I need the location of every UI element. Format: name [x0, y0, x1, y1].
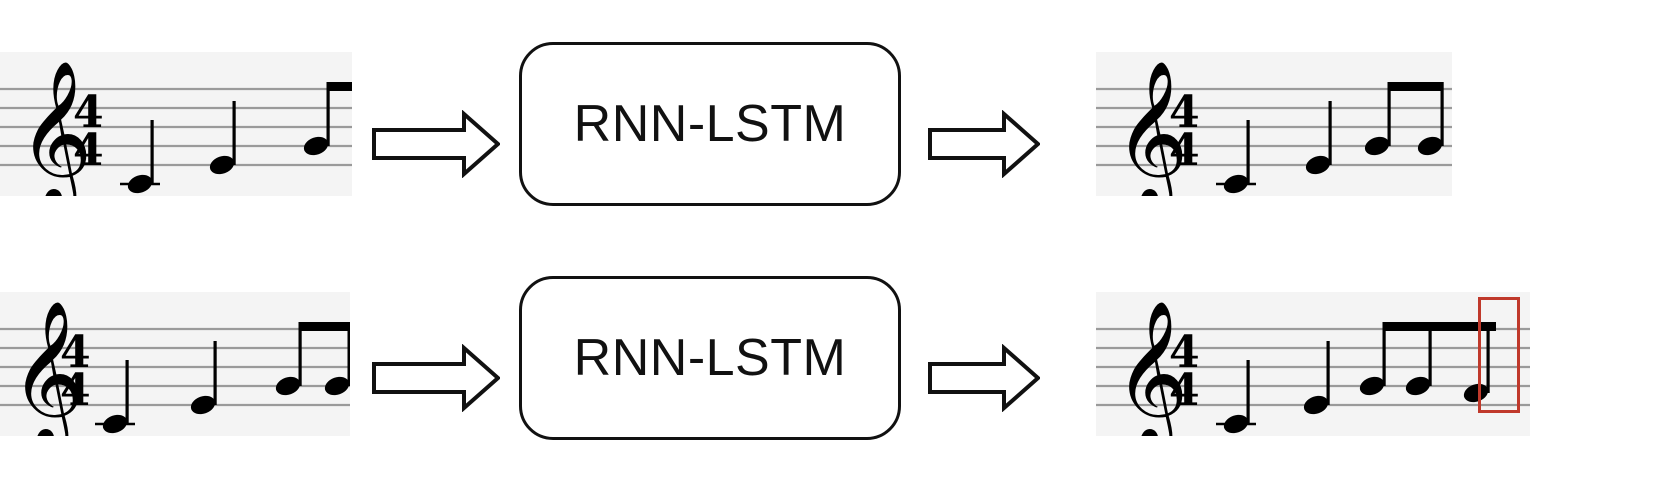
note-eighth-g4-a	[1359, 322, 1386, 396]
note-quarter-e4	[1303, 341, 1330, 415]
block-arrow-right-icon	[928, 109, 1042, 183]
svg-text:𝄞: 𝄞	[1114, 299, 1188, 436]
staff-lines	[1096, 87, 1452, 167]
staff-lines	[1450, 327, 1530, 407]
treble-clef-icon: 𝄞	[18, 59, 92, 196]
svg-text:4: 4	[60, 327, 91, 378]
svg-text:4: 4	[1169, 87, 1200, 138]
svg-text:4: 4	[73, 125, 104, 176]
score-input-bottom: 𝄞 4 4	[0, 292, 350, 436]
beam	[1382, 322, 1452, 331]
score-output-top: 𝄞 4 4	[1096, 52, 1452, 196]
note-quarter-c4	[95, 360, 135, 434]
time-signature-4-4: 4 4	[1169, 327, 1200, 416]
treble-clef-icon: 𝄞	[1114, 59, 1188, 196]
note-eighth-g4	[303, 82, 352, 156]
note-quarter-c4	[1216, 120, 1256, 194]
diagram-row-top: 𝄞 4 4	[0, 24, 1666, 224]
process-box-label: RNN-LSTM	[573, 329, 847, 387]
svg-text:4: 4	[1169, 327, 1200, 378]
process-box-label: RNN-LSTM	[573, 95, 847, 153]
note-quarter-e4	[209, 101, 236, 175]
note-quarter-e4	[190, 341, 217, 415]
note-quarter-c4	[120, 120, 160, 194]
beam	[1387, 82, 1444, 91]
note-eighth-g4-a	[1364, 82, 1391, 156]
treble-clef-icon: 𝄞	[1114, 299, 1188, 436]
note-eighth-f4-generated	[1463, 322, 1490, 403]
score-output-bottom-tail	[1450, 292, 1530, 436]
block-arrow-right-icon	[372, 343, 502, 417]
svg-text:4: 4	[1169, 125, 1200, 176]
block-arrow-right-icon	[928, 343, 1042, 417]
note-quarter-e4	[1305, 101, 1332, 175]
time-signature-4-4: 4 4	[73, 87, 104, 176]
note-eighth-g4-a	[275, 322, 302, 396]
process-box-rnn-lstm-top[interactable]: RNN-LSTM	[519, 42, 901, 206]
svg-text:𝄞: 𝄞	[1114, 59, 1188, 196]
note-eighth-g4-b	[324, 322, 350, 396]
beam	[298, 322, 350, 331]
time-signature-4-4: 4 4	[60, 327, 91, 416]
svg-text:4: 4	[60, 365, 91, 416]
svg-text:𝄞: 𝄞	[10, 299, 84, 436]
svg-text:4: 4	[73, 87, 104, 138]
treble-clef-icon: 𝄞	[10, 299, 84, 436]
svg-text:𝄞: 𝄞	[18, 59, 92, 196]
block-arrow-right-icon	[372, 109, 502, 183]
beam	[1450, 322, 1496, 331]
diagram-row-bottom: 𝄞 4 4	[0, 268, 1666, 468]
svg-text:4: 4	[1169, 365, 1200, 416]
score-output-bottom: 𝄞 4 4	[1096, 292, 1452, 436]
score-input-top: 𝄞 4 4	[0, 52, 352, 196]
time-signature-4-4: 4 4	[1169, 87, 1200, 176]
note-eighth-g4-b	[1417, 82, 1444, 156]
note-eighth-g4-b	[1405, 322, 1432, 396]
beam	[326, 82, 352, 91]
staff-lines	[0, 87, 352, 167]
note-quarter-c4	[1216, 360, 1256, 434]
process-box-rnn-lstm-bottom[interactable]: RNN-LSTM	[519, 276, 901, 440]
